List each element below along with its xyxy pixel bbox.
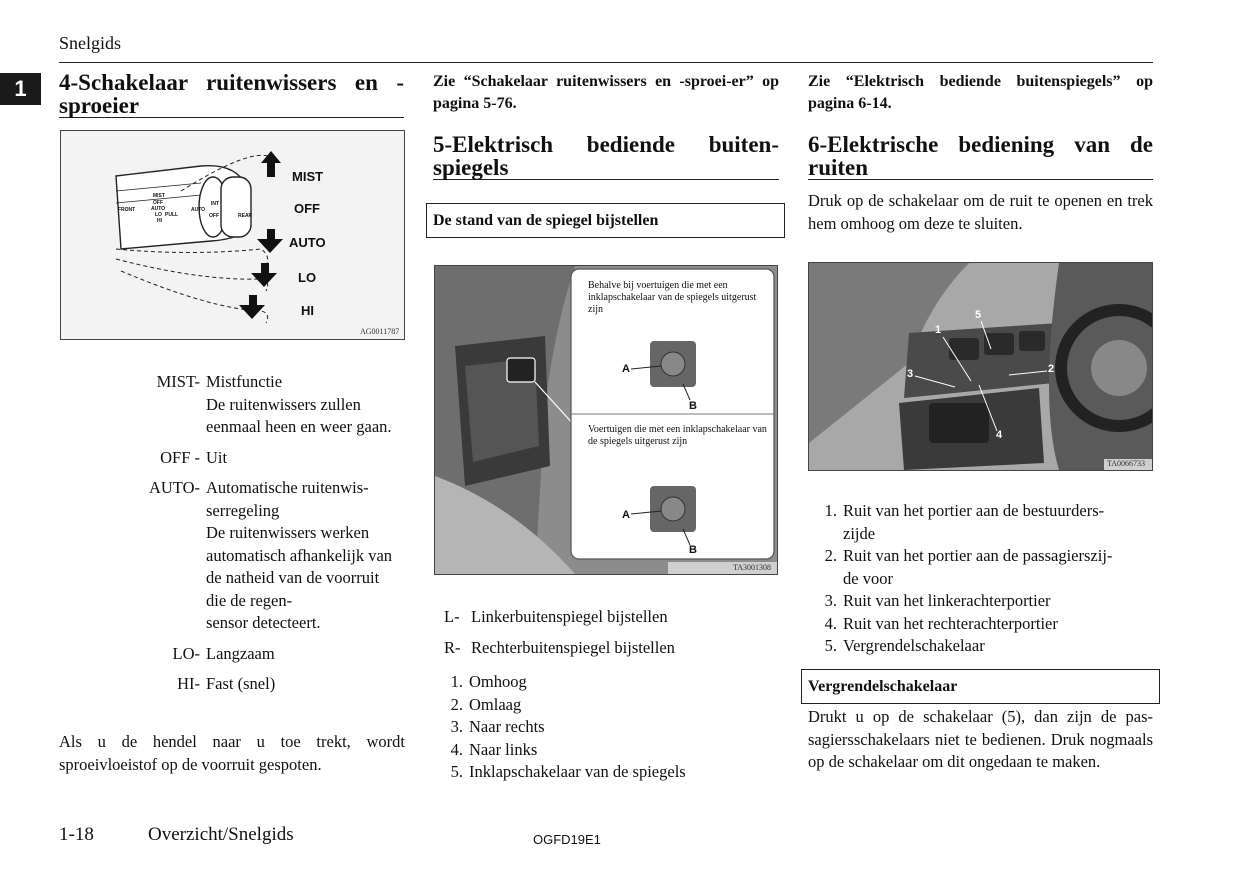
wiper-label-hi: HI — [301, 303, 314, 318]
list-item: 3.Ruit van het linkerachterportier — [824, 591, 1051, 610]
definition-desc: Uit — [206, 447, 228, 467]
power-window-figure: 1 2 3 4 5 TA0066733 — [808, 262, 1153, 471]
mirror-switch-figure: Behalve bij voertuigen die met een inkla… — [434, 265, 778, 575]
figure-code: TA3001308 — [733, 563, 772, 572]
definition-term: AUTO- — [148, 478, 200, 497]
window-label-1: 1 — [935, 324, 942, 336]
window-label-2: 2 — [1048, 363, 1055, 375]
wiper-label-mist: MIST — [292, 169, 324, 184]
definition-desc: Langzaam — [206, 643, 275, 663]
wiper-switch-illustration — [115, 151, 283, 324]
page-number: 1-18 — [59, 824, 94, 845]
stalk-label-rear: REAR — [238, 213, 253, 219]
mirror-label-a: A — [622, 363, 630, 375]
figure-caption-bottom: Voertuigen die met een inklapschakelaar … — [588, 424, 767, 447]
definition-row: HI- Fast (snel) — [60, 673, 406, 696]
window-switch-photo — [809, 263, 1152, 470]
figure-code: TA0066733 — [1107, 459, 1146, 468]
list-item: 3.Naar rechts — [450, 717, 545, 736]
list-item: 2.Omlaag — [450, 694, 522, 714]
stalk-label-pull: PULL — [165, 212, 179, 218]
wiper-washer-paragraph: Als u de hendel naar u toe trekt, wordt … — [59, 732, 405, 774]
stalk-label-off: OFF — [153, 200, 163, 206]
mirror-label-a: A — [622, 509, 630, 521]
lock-switch-paragraph: Drukt u op de schakelaar (5), dan zijn d… — [808, 707, 1153, 771]
definition-row: LO- Langzaam — [60, 643, 406, 666]
mirror-label-b: B — [689, 400, 697, 412]
wiper-switch-figure: MIST OFF AUTO LO HI FRONT MIST OFF AUTO … — [60, 130, 405, 340]
stalk-label-hi: HI — [157, 218, 162, 224]
door-panel-photo — [435, 266, 777, 574]
section-heading-mirrors: 5-Elektrisch bediende buiten-spiegels — [433, 132, 779, 180]
list-item: 5.Inklapschakelaar van de spiegels — [450, 762, 686, 781]
document-code: OGFD19E1 — [533, 832, 601, 847]
wiper-label-lo: LO — [298, 270, 317, 285]
stalk-label-lo: LO — [155, 212, 162, 218]
header-rule — [59, 62, 1153, 63]
mirror-lr-list: L- Linkerbuitenspiegel bijstellen R- Rec… — [444, 607, 774, 669]
subsection-box-mirror-adjust: De stand van de spiegel bijstellen — [426, 203, 785, 238]
definition-term: LO- — [172, 643, 201, 663]
stalk-label-auto: AUTO — [151, 206, 166, 212]
window-label-4: 4 — [996, 429, 1003, 441]
chapter-tab: 1 — [0, 73, 41, 105]
cross-reference-link[interactable]: Zie “Schakelaar ruitenwissers en -sproei… — [433, 73, 779, 112]
list-item: 2.Ruit van het portier aan de passagiers… — [815, 545, 1153, 590]
definition-row: AUTO- Automatische ruitenwis-serregeling… — [60, 477, 406, 635]
list-item: 1.Ruit van het portier aan de bestuurder… — [815, 500, 1153, 545]
window-label-5: 5 — [975, 309, 982, 321]
lr-key: L- — [444, 607, 460, 626]
lr-row: L- Linkerbuitenspiegel bijstellen — [444, 607, 774, 638]
definition-row: OFF - Uit — [60, 447, 406, 470]
list-item-text: Ruit van het portier aan de passagierszi… — [843, 546, 1113, 588]
stalk-label-off2: OFF — [209, 213, 219, 219]
stalk-label-front: FRONT — [118, 207, 136, 213]
list-item: 4.Ruit van het rechterachterportier — [824, 613, 1058, 633]
stalk-label-mist: MIST — [153, 193, 165, 199]
section-heading-wipers: 4-Schakelaar ruitenwissers en -sproeier — [59, 70, 404, 118]
cross-reference-link[interactable]: Zie “Elektrisch bediende buitenspiegels”… — [808, 73, 1153, 112]
windows-intro-paragraph: Druk op de schakelaar om de ruit te open… — [808, 191, 1153, 233]
list-item-text: Ruit van het portier aan de bestuurders-… — [843, 501, 1105, 543]
mirror-numbered-list: 1.Omhoog 2.Omlaag 3.Naar rechts 4.Naar l… — [441, 671, 771, 784]
list-item: 4.Naar links — [450, 739, 538, 759]
list-item: 5.Vergrendelschakelaar — [824, 636, 985, 655]
definition-term: HI- — [177, 674, 200, 693]
section-heading-windows: 6-Elektrische bediening van de ruiten — [808, 132, 1153, 180]
definition-term: OFF - — [160, 447, 200, 467]
list-item: 1.Omhoog — [450, 672, 527, 691]
wiper-label-off: OFF — [294, 201, 320, 216]
stalk-label-int: INT — [211, 201, 220, 207]
lr-key: R- — [444, 638, 461, 657]
stalk-label-auto2: AUTO — [191, 207, 206, 213]
lr-text: Rechterbuitenspiegel bijstellen — [471, 638, 675, 657]
wiper-label-auto: AUTO — [289, 235, 326, 250]
lr-row: R- Rechterbuitenspiegel bijstellen — [444, 638, 774, 669]
running-header: Snelgids — [59, 33, 122, 53]
figure-code: AG0011787 — [360, 327, 400, 336]
window-numbered-list: 1.Ruit van het portier aan de bestuurder… — [815, 500, 1153, 658]
window-label-3: 3 — [907, 368, 914, 380]
mirror-label-b: B — [689, 544, 697, 556]
figure-caption-top: Behalve bij voertuigen die met een inkla… — [588, 280, 757, 315]
definition-term: MIST- — [156, 372, 200, 391]
definition-desc: Fast (snel) — [206, 674, 276, 693]
subsection-box-lock-switch: Vergrendelschakelaar — [801, 669, 1160, 704]
lr-text: Linkerbuitenspiegel bijstellen — [471, 607, 668, 626]
footer-section-title: Overzicht/Snelgids — [148, 824, 294, 845]
